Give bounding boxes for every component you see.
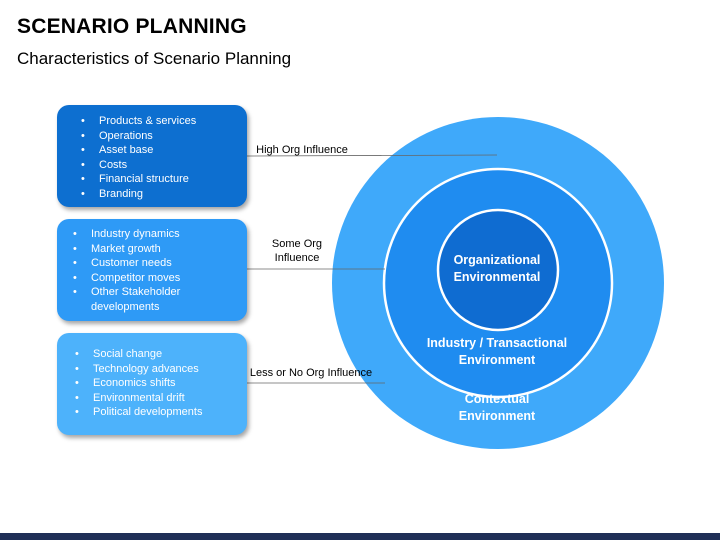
- list-item: Asset base: [77, 143, 247, 158]
- list-item: Environmental drift: [71, 391, 247, 406]
- list-item: Branding: [77, 187, 247, 202]
- label-contextual: Contextual Environment: [458, 392, 536, 423]
- inner-circle: [436, 208, 560, 332]
- list-item: Products & services: [77, 114, 247, 129]
- list-item: Industry dynamics: [69, 227, 247, 242]
- list-item: Other Stakeholder developments: [69, 285, 201, 314]
- page-title: SCENARIO PLANNING: [17, 15, 247, 38]
- list-organizational: Products & services Operations Asset bas…: [77, 114, 247, 201]
- box-industry: Industry dynamics Market growth Customer…: [57, 219, 247, 321]
- label-high-influence: High Org Influence: [256, 144, 348, 156]
- list-item: Market growth: [69, 242, 247, 257]
- label-organizational: Organizational Environmental: [453, 253, 541, 284]
- box-organizational: Products & services Operations Asset bas…: [57, 105, 247, 207]
- connector-line-high: [246, 154, 498, 157]
- label-some-influence: Some Org Influence: [271, 238, 323, 264]
- bottom-bar: [0, 533, 720, 540]
- list-item: Financial structure: [77, 172, 247, 187]
- list-item: Social change: [71, 347, 247, 362]
- list-item: Costs: [77, 158, 247, 173]
- list-item: Technology advances: [71, 362, 247, 377]
- list-contextual: Social change Technology advances Econom…: [71, 347, 247, 420]
- label-industry-transactional: Industry / Transactional Environment: [426, 336, 568, 367]
- label-less-influence: Less or No Org Influence: [249, 367, 373, 379]
- list-item: Political developments: [71, 405, 247, 420]
- list-item: Competitor moves: [69, 271, 247, 286]
- list-industry: Industry dynamics Market growth Customer…: [69, 227, 247, 314]
- list-item: Customer needs: [69, 256, 247, 271]
- list-item: Economics shifts: [71, 376, 247, 391]
- page-subtitle: Characteristics of Scenario Planning: [17, 49, 292, 68]
- box-contextual: Social change Technology advances Econom…: [57, 333, 247, 435]
- list-item: Operations: [77, 129, 247, 144]
